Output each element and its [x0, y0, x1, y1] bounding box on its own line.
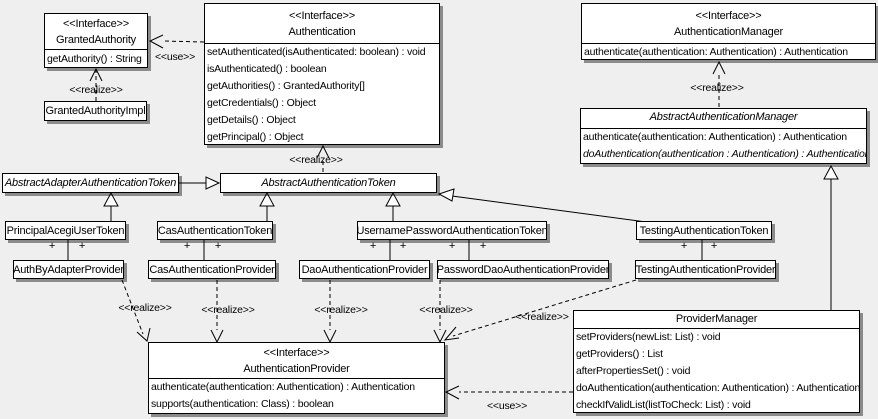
method: afterPropertiesSet() : void	[576, 365, 691, 377]
class-password-dao-authentication-provider[interactable]: PasswordDaoAuthenticationProvider	[437, 260, 609, 279]
multiplicity-plus: +	[214, 240, 222, 252]
method: supports(authentication: Class) : boolea…	[151, 398, 334, 410]
class-name: ProviderManager	[574, 311, 859, 329]
class-authentication[interactable]: <<Interface>> Authentication setAuthenti…	[204, 3, 440, 145]
association-edges	[67, 240, 703, 260]
stereotype-label: <<Interface>>	[63, 18, 129, 30]
class-auth-by-adapter-provider[interactable]: AuthByAdapterProvider	[13, 260, 124, 279]
hollow-triangle-arrowheads	[103, 164, 839, 207]
method: getProviders() : List	[576, 348, 663, 360]
method: isAuthenticated() : boolean	[207, 63, 327, 75]
class-name: AuthByAdapterProvider	[13, 263, 124, 276]
class-name: Authentication	[288, 26, 356, 38]
edge-label-realize: <<realize>>	[419, 304, 473, 316]
class-name: PrincipalAcegiUserToken	[6, 224, 125, 237]
stereotype-label: <<Interface>>	[289, 10, 355, 22]
stereotype-label: <<Interface>>	[263, 347, 330, 359]
multiplicity-plus: +	[399, 240, 407, 252]
multiplicity-plus: +	[78, 240, 86, 252]
class-name: CasAuthenticationProvider	[149, 263, 275, 276]
generalization-edges	[103, 164, 839, 310]
method: doAuthentication(authentication : Authen…	[583, 148, 866, 160]
class-name: TestingAuthenticationProvider	[635, 263, 776, 276]
use-edges	[162, 40, 573, 393]
method: getDetails() : Object	[207, 114, 296, 126]
realize-edges	[95, 70, 720, 337]
method: getPrincipal() : Object	[207, 131, 304, 143]
multiplicity-plus: +	[710, 240, 718, 252]
multiplicity-plus: +	[48, 240, 56, 252]
class-authentication-manager[interactable]: <<Interface>> AuthenticationManager auth…	[581, 3, 876, 60]
class-name: AbstractAdapterAuthenticationToken	[4, 177, 177, 189]
class-granted-authority[interactable]: <<Interface>> GrantedAuthority getAuthor…	[44, 13, 148, 68]
class-username-password-authentication-token[interactable]: UsernamePasswordAuthenticationToken	[357, 221, 547, 240]
edge-label-realize: <<realize>>	[69, 84, 123, 96]
edge-label-realize: <<realize>>	[690, 82, 744, 94]
method: authenticate(authentication: Authenticat…	[584, 46, 848, 58]
multiplicity-plus: +	[183, 240, 191, 252]
method: getAuthorities() : GrantedAuthority[]	[207, 80, 365, 92]
class-testing-authentication-provider[interactable]: TestingAuthenticationProvider	[635, 260, 776, 279]
class-name: GrantedAuthority	[56, 34, 136, 46]
class-authentication-provider[interactable]: <<Interface>> AuthenticationProvider aut…	[148, 342, 445, 414]
class-granted-authority-impl[interactable]: GrantedAuthorityImpl	[44, 101, 147, 121]
class-abstract-authentication-manager[interactable]: AbstractAuthenticationManager authentica…	[580, 108, 867, 164]
method: getCredentials() : Object	[207, 97, 316, 109]
class-cas-authentication-provider[interactable]: CasAuthenticationProvider	[148, 260, 276, 279]
method: doAuthentication(authentication: Authent…	[576, 382, 861, 394]
class-name: GrantedAuthorityImpl	[45, 105, 146, 117]
edge-label-use: <<use>>	[486, 400, 528, 412]
class-name: PasswordDaoAuthenticationProvider	[437, 263, 609, 276]
class-testing-authentication-token[interactable]: TestingAuthenticationToken	[636, 221, 772, 240]
class-name: UsernamePasswordAuthenticationToken	[357, 224, 547, 237]
class-name: AbstractAuthenticationToken	[261, 177, 396, 189]
class-name: DaoAuthenticationProvider	[301, 263, 428, 276]
class-name: AbstractAuthenticationManager	[581, 109, 866, 129]
class-abstract-adapter-authentication-token[interactable]: AbstractAdapterAuthenticationToken	[2, 173, 179, 193]
class-name: AuthenticationManager	[674, 26, 783, 38]
class-name: TestingAuthenticationToken	[639, 224, 769, 237]
method: setProviders(newList: List) : void	[576, 331, 721, 343]
method: authenticate(authentication: Authenticat…	[583, 131, 847, 143]
class-name: CasAuthenticationToken	[157, 224, 273, 237]
edge-label-realize: <<realize>>	[314, 304, 368, 316]
class-principal-acegi-user-token[interactable]: PrincipalAcegiUserToken	[5, 221, 126, 240]
class-name: AuthenticationProvider	[243, 363, 350, 375]
edge-label-use: <<use>>	[154, 51, 196, 63]
method: authenticate(authentication: Authenticat…	[151, 381, 415, 393]
multiplicity-plus: +	[369, 240, 377, 252]
method: getAuthority() : String	[47, 53, 142, 65]
class-dao-authentication-provider[interactable]: DaoAuthenticationProvider	[299, 260, 430, 279]
method: checkIfValidList(listToCheck: List) : vo…	[576, 399, 751, 411]
use-arrowheads	[148, 34, 460, 400]
stereotype-label: <<Interface>>	[695, 10, 762, 22]
edge-label-realize: <<realize>>	[289, 154, 343, 166]
edge-label-realize: <<realize>>	[118, 302, 172, 314]
class-provider-manager[interactable]: ProviderManager setProviders(newList: Li…	[573, 310, 860, 413]
edge-label-realize: <<realize>>	[515, 311, 569, 323]
method: setAuthenticated(isAuthenticated: boolea…	[207, 46, 426, 58]
multiplicity-plus: +	[479, 240, 487, 252]
multiplicity-plus: +	[680, 240, 688, 252]
multiplicity-plus: +	[448, 240, 456, 252]
class-abstract-authentication-token[interactable]: AbstractAuthenticationToken	[220, 173, 437, 193]
class-cas-authentication-token[interactable]: CasAuthenticationToken	[157, 221, 273, 240]
edge-label-realize: <<realize>>	[201, 304, 255, 316]
